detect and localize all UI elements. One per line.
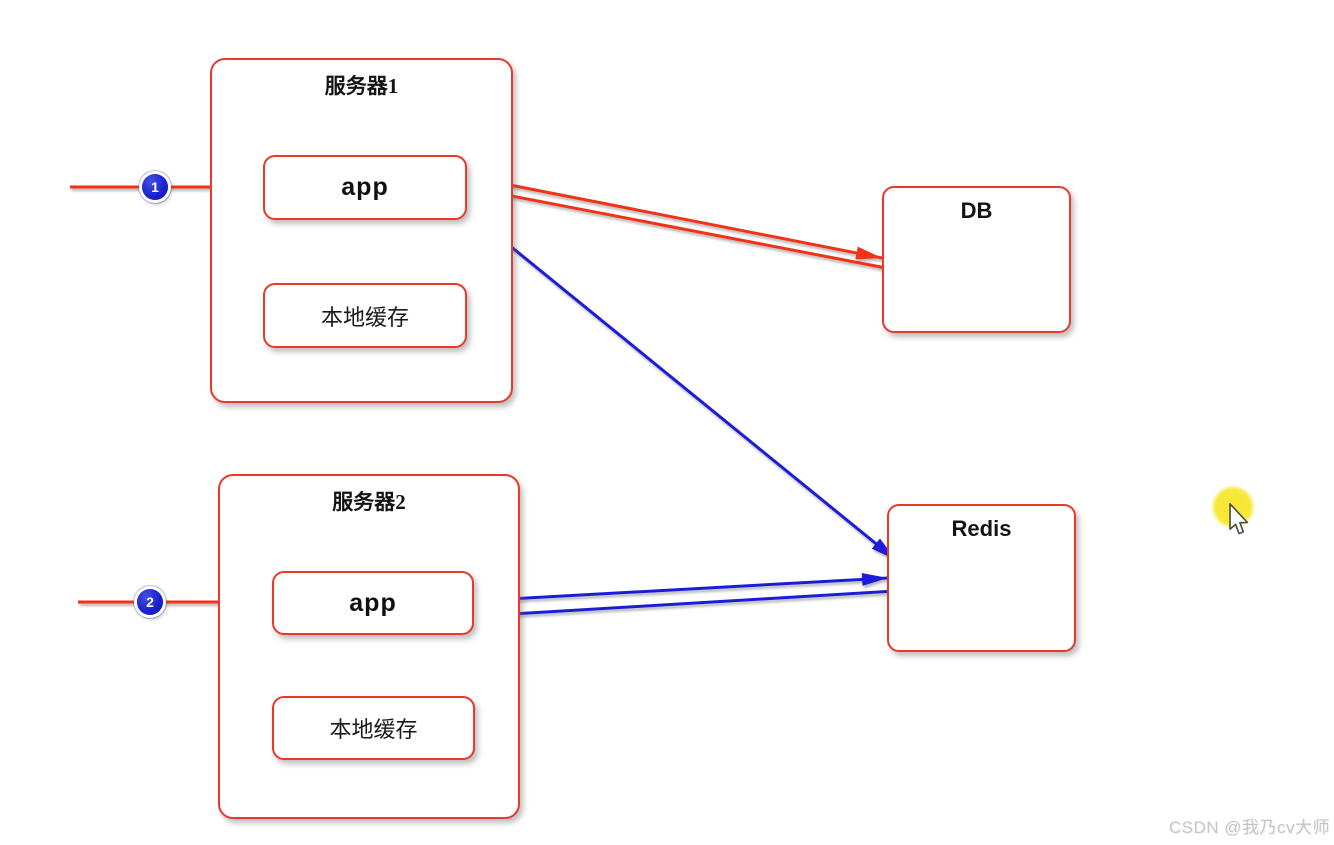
server2-app-box: app xyxy=(272,571,474,635)
server1-app-label: app xyxy=(341,173,389,201)
edge-app2-to-redis xyxy=(471,572,889,603)
db-label: DB xyxy=(960,198,993,223)
edge-db-to-app1 xyxy=(469,186,887,270)
server2-app-label: app xyxy=(349,588,397,617)
db-box: DB xyxy=(882,186,1071,333)
server2-box: 服务器2 xyxy=(218,474,520,819)
server1-local-cache-box: 本地缓存 xyxy=(263,283,467,348)
watermark-text: CSDN @我乃cv大师 xyxy=(1168,818,1330,837)
flow-badge-2-number: 2 xyxy=(146,594,154,610)
redis-label: Redis xyxy=(951,516,1012,541)
flow-badge-2: 2 xyxy=(137,589,163,615)
server2-local-cache-label: 本地缓存 xyxy=(329,717,418,742)
server1-title: 服务器1 xyxy=(324,74,399,98)
edge-app1-to-db xyxy=(463,174,883,260)
edge-redis-to-app2 xyxy=(478,589,896,621)
server1-local-cache-label: 本地缓存 xyxy=(320,304,409,330)
flow-badge-1-number: 1 xyxy=(151,179,159,195)
mouse-cursor-icon xyxy=(1228,503,1250,542)
redis-box: Redis xyxy=(887,504,1076,652)
server1-app-box: app xyxy=(263,155,467,220)
server2-title: 服务器2 xyxy=(332,490,406,514)
flow-badge-1: 1 xyxy=(142,174,168,200)
server2-local-cache-box: 本地缓存 xyxy=(272,696,475,760)
server1-box: 服务器1 xyxy=(210,58,513,403)
edge-app1-to-redis xyxy=(460,204,897,562)
